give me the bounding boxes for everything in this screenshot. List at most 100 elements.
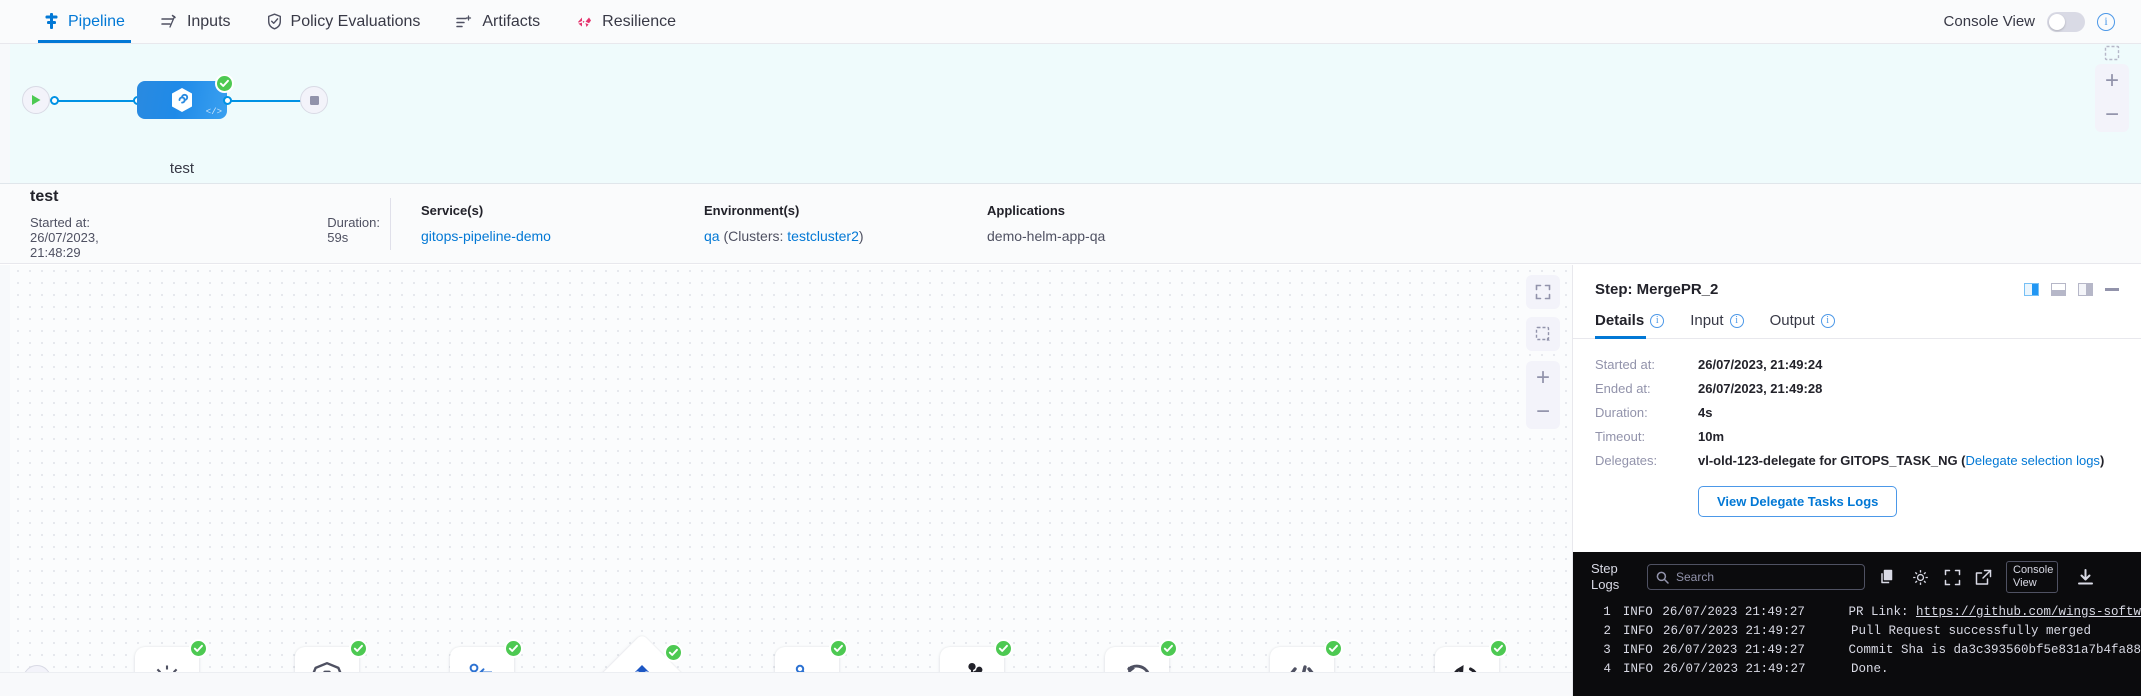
info-icon[interactable]: i <box>2097 12 2115 31</box>
log-line: 2 INFO 26/07/2023 21:49:27 Pull Request … <box>1587 621 2141 640</box>
graph-bottom-bar <box>0 672 1572 696</box>
cluster-link[interactable]: testcluster2 <box>787 228 859 244</box>
log-timestamp: 26/07/2023 21:49:27 <box>1662 642 1805 657</box>
pipeline-icon <box>44 13 59 30</box>
clusters-suffix: ) <box>858 228 864 244</box>
step-detail-pane: Step: MergePR_2 Details i Input i <box>1572 265 2141 696</box>
stage-graph-canvas[interactable]: </> test <box>0 44 2141 183</box>
node-status-success-icon <box>664 643 683 662</box>
input-info-icon[interactable]: i <box>1729 313 1744 328</box>
pipeline-end-node[interactable] <box>300 86 328 114</box>
panel-right-icon[interactable] <box>2024 283 2039 296</box>
log-search-field[interactable] <box>1647 564 1865 590</box>
console-view-toggle[interactable] <box>2047 11 2085 32</box>
stage-label: test <box>169 160 195 177</box>
detail-value: 10m <box>1698 429 1725 444</box>
details-info-icon[interactable]: i <box>1650 313 1665 328</box>
log-line: 4 INFO 26/07/2023 21:49:27 Done. <box>1587 659 2141 678</box>
download-icon[interactable] <box>2076 568 2095 587</box>
detail-row-started-at: Started at: 26/07/2023, 21:49:24 <box>1595 357 2119 372</box>
graph-zoom-controls[interactable]: + − <box>1526 361 1560 429</box>
strip-fit-icon[interactable] <box>2095 44 2129 70</box>
log-message: Pull Request successfully merged <box>1851 623 2092 638</box>
detail-value: 4s <box>1698 405 1713 420</box>
panel-layout-controls <box>2024 283 2119 296</box>
graph-fullscreen-button[interactable] <box>1526 275 1560 309</box>
minimize-icon[interactable] <box>2105 288 2119 291</box>
environments-label: Environment(s) <box>704 203 800 218</box>
delegate-name: vl-old-123-delegate for GITOPS_TASK_NG ( <box>1698 453 1966 468</box>
external-link-icon[interactable] <box>1975 569 1992 586</box>
log-level: INFO <box>1622 604 1653 619</box>
nav-tab-list: Pipeline Inputs Policy <box>0 0 694 43</box>
log-timestamp: 26/07/2023 21:49:27 <box>1663 661 1806 676</box>
copy-icon[interactable] <box>1879 568 1897 586</box>
execution-meta: Started at: 26/07/2023, 21:48:29 Duratio… <box>30 215 380 260</box>
step-detail-tabs: Details i Input i Output i <box>1573 298 2141 339</box>
tab-input[interactable]: Input i <box>1690 312 1744 338</box>
strip-zoom-controls[interactable]: + − <box>2095 64 2129 132</box>
delegate-selection-logs-link[interactable]: Delegate selection logs <box>1965 453 2100 468</box>
main-content: </> Service </> <box>0 265 2141 696</box>
log-message: Commit Sha is da3c393560bf5e831a7b4fa88 <box>1848 642 2141 657</box>
strip-zoom-in-button[interactable]: + <box>2104 67 2119 94</box>
graph-fit-to-screen-button[interactable] <box>1526 317 1560 351</box>
tab-pipeline[interactable]: Pipeline <box>26 0 143 43</box>
detail-key: Started at: <box>1595 357 1655 372</box>
log-output[interactable]: 1 INFO 26/07/2023 21:49:27 PR Link: http… <box>1573 602 2141 678</box>
step-logs-toolbar: Step Logs <box>1573 552 2141 602</box>
tab-policy-evaluations[interactable]: Policy Evaluations <box>249 0 439 43</box>
graph-zoom-out-button[interactable]: − <box>1535 398 1550 425</box>
service-link[interactable]: gitops-pipeline-demo <box>421 228 551 244</box>
edge-start-to-stage <box>58 100 136 102</box>
log-line: 3 INFO 26/07/2023 21:49:27 Commit Sha is… <box>1587 640 2141 659</box>
log-message: PR Link: https://github.com/wings-softw <box>1848 605 2141 619</box>
shield-check-icon <box>267 13 282 30</box>
gitops-hexagon-icon <box>172 88 192 112</box>
log-level: INFO <box>1622 642 1653 657</box>
artifacts-icon <box>456 14 473 30</box>
log-search-input[interactable] <box>1676 570 1856 584</box>
environment-link[interactable]: qa <box>704 228 720 244</box>
log-line-number: 2 <box>1603 623 1611 638</box>
detail-key: Duration: <box>1595 405 1648 420</box>
execution-graph-pane[interactable]: </> Service </> <box>0 265 1572 696</box>
tab-artifacts[interactable]: Artifacts <box>438 0 558 43</box>
detail-row-duration: Duration: 4s <box>1595 405 2119 420</box>
output-info-icon[interactable]: i <box>1820 313 1835 328</box>
applications-label: Applications <box>987 203 1066 218</box>
tab-resilience[interactable]: Resilience <box>558 0 694 43</box>
strip-zoom-out-button[interactable]: − <box>2104 101 2119 128</box>
node-status-success-icon <box>504 639 523 658</box>
gear-icon[interactable] <box>1911 568 1930 587</box>
tab-output[interactable]: Output i <box>1770 312 1835 338</box>
top-navigation-bar: Pipeline Inputs Policy <box>0 0 2141 44</box>
tab-inputs-label: Inputs <box>186 12 231 30</box>
detail-row-delegates: Delegates: vl-old-123-delegate for GITOP… <box>1595 453 2119 468</box>
applications-column: Applications demo-helm-app-qa <box>987 203 1270 244</box>
stage-node-test[interactable]: </> <box>137 81 227 119</box>
tab-inputs[interactable]: Inputs <box>143 0 249 43</box>
node-status-success-icon <box>1489 639 1508 658</box>
log-message-link[interactable]: https://github.com/wings-softw <box>1915 604 2141 619</box>
header-divider <box>390 197 391 250</box>
console-view-label: Console View <box>1943 13 2035 30</box>
view-delegate-tasks-logs-button[interactable]: View Delegate Tasks Logs <box>1698 486 1898 517</box>
execution-title: test <box>30 187 59 205</box>
panel-bottom-icon[interactable] <box>2051 283 2066 296</box>
fullscreen-icon[interactable] <box>1944 569 1961 586</box>
graph-zoom-in-button[interactable]: + <box>1535 364 1550 391</box>
tab-details[interactable]: Details i <box>1595 312 1665 339</box>
detail-row-ended-at: Ended at: 26/07/2023, 21:49:28 <box>1595 381 2119 396</box>
tab-artifacts-label: Artifacts <box>482 12 541 30</box>
detail-row-timeout: Timeout: 10m <box>1595 429 2119 444</box>
strip-left-gutter <box>0 44 10 183</box>
node-status-success-icon <box>994 639 1013 658</box>
search-icon <box>1656 571 1669 584</box>
panel-left-icon[interactable] <box>2078 283 2093 296</box>
node-status-success-icon <box>189 639 208 658</box>
pipeline-start-node[interactable] <box>22 86 50 114</box>
detail-value: vl-old-123-delegate for GITOPS_TASK_NG (… <box>1698 453 2104 468</box>
logs-console-view-button[interactable]: Console View <box>2006 561 2058 593</box>
tab-policy-evaluations-label: Policy Evaluations <box>290 12 421 30</box>
